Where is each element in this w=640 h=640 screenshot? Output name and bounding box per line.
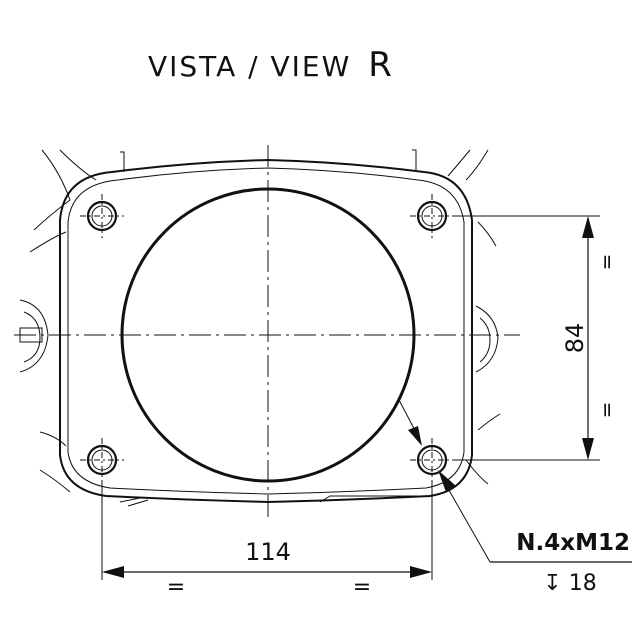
hole-depth: ↧ 18	[543, 571, 596, 596]
bolt-holes	[80, 194, 454, 482]
vertical-equal-bottom: =	[595, 402, 619, 419]
vertical-equal-top: =	[595, 254, 619, 271]
horizontal-dimension-value: 114	[245, 538, 291, 566]
depth-symbol-icon: ↧	[543, 571, 561, 596]
hole-callout-text: N.4xM12	[516, 530, 630, 556]
centerlines	[14, 145, 520, 520]
view-title-letter: R	[368, 45, 394, 85]
bolt-hole-bottom-right	[410, 438, 454, 482]
vertical-dimension	[454, 215, 600, 461]
leader-arrow-inner	[408, 426, 422, 446]
hole-callout-leader	[397, 397, 632, 563]
arrowhead-left	[102, 566, 124, 578]
leader-arrow-outer	[438, 470, 456, 492]
hole-depth-value: 18	[569, 571, 597, 596]
view-title: VISTA / VIEW R	[148, 45, 394, 85]
bolt-hole-top-left	[80, 194, 124, 238]
horizontal-equal-right: =	[353, 575, 371, 600]
bolt-hole-top-right	[410, 194, 454, 238]
arrowhead-bottom	[582, 438, 594, 460]
arrowhead-top	[582, 216, 594, 238]
horizontal-equal-left: =	[167, 575, 185, 600]
flange-outline	[59, 158, 473, 504]
vertical-dimension-value: 84	[561, 323, 589, 354]
bolt-hole-bottom-left	[80, 438, 124, 482]
view-title-prefix: VISTA / VIEW	[148, 50, 351, 83]
arrowhead-right	[410, 566, 432, 578]
horizontal-dimension	[101, 482, 433, 580]
